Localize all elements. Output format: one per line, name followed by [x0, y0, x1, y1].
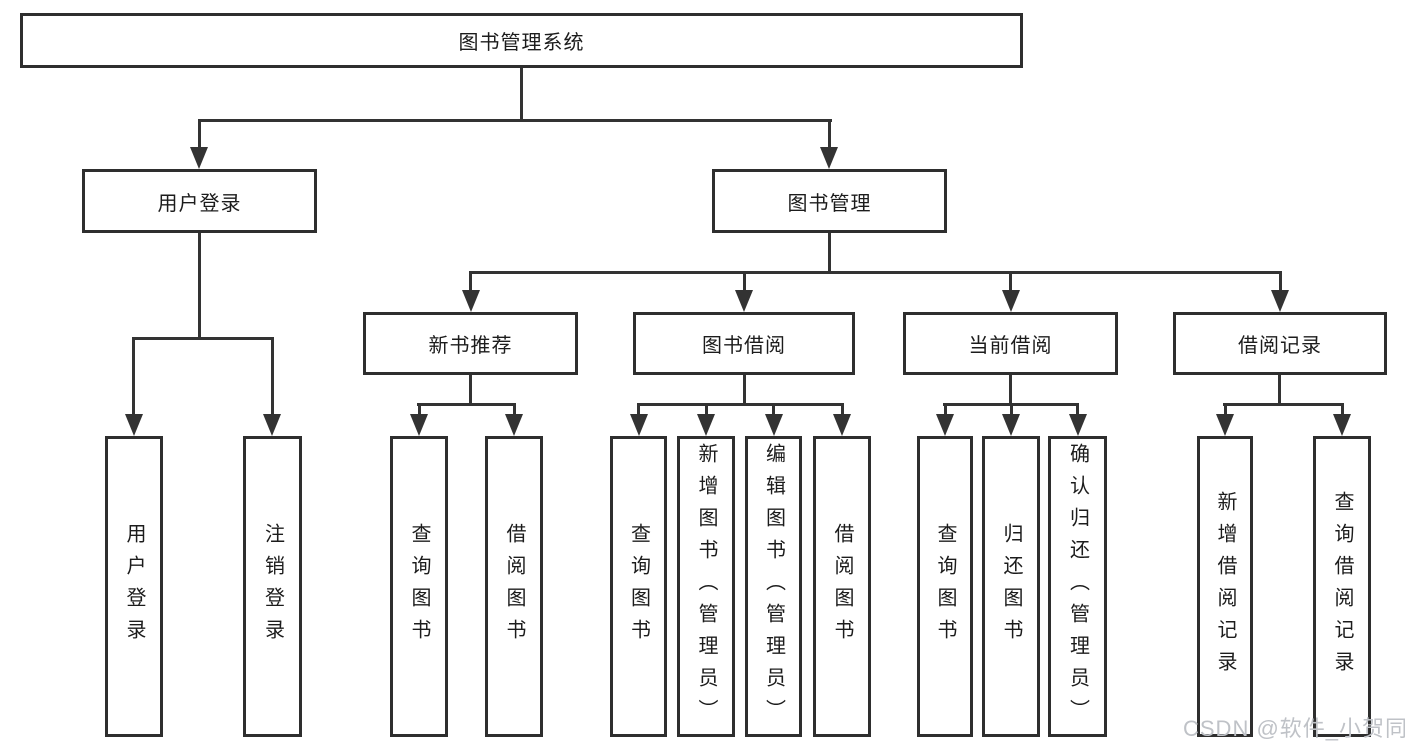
connector-line: [198, 233, 201, 339]
connector-line: [637, 403, 844, 406]
leaf-label: 借阅图书: [503, 522, 525, 651]
connector-line: [418, 403, 421, 416]
node-label: 用户登录: [157, 192, 242, 215]
connector-line: [198, 119, 832, 122]
arrowhead-down-icon: [1002, 414, 1020, 436]
node-label: 图书管理: [787, 192, 872, 215]
leaf-label: 查询借阅记录: [1331, 490, 1353, 683]
leaf-label: 用户登录: [123, 522, 145, 651]
node-library-management-system: 图书管理系统: [20, 13, 1023, 68]
arrowhead-down-icon: [1271, 290, 1289, 312]
leaf-borrow-books-recommend: 借阅图书: [485, 436, 543, 737]
node-book-borrowing: 图书借阅: [633, 312, 855, 375]
node-borrowing-records: 借阅记录: [1173, 312, 1387, 375]
leaf-query-books-current: 查询图书: [917, 436, 973, 737]
node-book-management: 图书管理: [712, 169, 947, 233]
arrowhead-down-icon: [630, 414, 648, 436]
arrowhead-down-icon: [765, 414, 783, 436]
connector-line: [132, 337, 274, 340]
connector-line: [132, 337, 135, 416]
arrowhead-down-icon: [125, 414, 143, 436]
arrowhead-down-icon: [936, 414, 954, 436]
leaf-logout: 注销登录: [243, 436, 302, 737]
node-label: 图书管理系统: [458, 32, 585, 54]
connector-line: [520, 68, 523, 121]
node-new-book-recommendation: 新书推荐: [363, 312, 578, 375]
connector-line: [1278, 375, 1281, 405]
arrowhead-down-icon: [833, 414, 851, 436]
leaf-query-books-borrowing: 查询图书: [610, 436, 667, 737]
connector-line: [1009, 375, 1012, 405]
leaf-borrow-books: 借阅图书: [813, 436, 871, 737]
arrowhead-down-icon: [697, 414, 715, 436]
connector-line: [417, 403, 516, 406]
connector-line: [469, 271, 1282, 274]
leaf-label: 编辑图书（管理员）: [762, 442, 785, 731]
leaf-label: 新增图书（管理员）: [695, 442, 717, 731]
arrowhead-down-icon: [1002, 290, 1020, 312]
connector-line: [469, 375, 472, 405]
connector-line: [513, 403, 516, 416]
leaf-label: 注销登录: [261, 522, 284, 651]
leaf-label: 查询图书: [934, 522, 956, 651]
node-current-borrowing: 当前借阅: [903, 312, 1118, 375]
leaf-user-login: 用户登录: [105, 436, 163, 737]
leaf-query-borrow-record: 查询借阅记录: [1313, 436, 1371, 737]
leaf-confirm-return-admin: 确认归还（管理员）: [1048, 436, 1107, 737]
connector-line: [1224, 403, 1227, 416]
connector-line: [637, 403, 640, 416]
connector-line: [743, 375, 746, 405]
leaf-label: 查询图书: [408, 522, 430, 651]
arrowhead-down-icon: [505, 414, 523, 436]
connector-line: [705, 403, 708, 416]
connector-line: [469, 271, 472, 292]
node-label: 图书借阅: [702, 335, 786, 357]
arrowhead-down-icon: [410, 414, 428, 436]
arrowhead-down-icon: [1216, 414, 1234, 436]
leaf-add-books-admin: 新增图书（管理员）: [677, 436, 735, 737]
arrowhead-down-icon: [1333, 414, 1351, 436]
connector-line: [1223, 403, 1344, 406]
node-label: 借阅记录: [1238, 335, 1322, 357]
arrowhead-down-icon: [190, 147, 208, 169]
leaf-return-books: 归还图书: [982, 436, 1040, 737]
leaf-add-borrow-record: 新增借阅记录: [1197, 436, 1253, 737]
leaf-edit-books-admin: 编辑图书（管理员）: [745, 436, 802, 737]
connector-line: [841, 403, 844, 416]
arrowhead-down-icon: [735, 290, 753, 312]
arrowhead-down-icon: [820, 147, 838, 169]
leaf-label: 借阅图书: [831, 522, 853, 651]
csdn-watermark: CSDN @软件_小贺同学: [1183, 716, 1405, 741]
connector-line: [1279, 271, 1282, 292]
connector-line: [1341, 403, 1344, 416]
arrowhead-down-icon: [1069, 414, 1087, 436]
connector-line: [772, 403, 775, 416]
connector-line: [944, 403, 947, 416]
arrowhead-down-icon: [263, 414, 281, 436]
node-user-login: 用户登录: [82, 169, 317, 233]
connector-line: [1076, 403, 1079, 416]
leaf-label: 确认归还（管理员）: [1066, 442, 1089, 731]
node-label: 新书推荐: [428, 335, 513, 357]
connector-line: [828, 119, 831, 149]
connector-line: [1010, 403, 1013, 416]
connector-line: [828, 233, 831, 274]
leaf-query-books-recommend: 查询图书: [390, 436, 448, 737]
connector-line: [271, 337, 274, 416]
leaf-label: 归还图书: [1000, 522, 1022, 651]
node-label: 当前借阅: [968, 335, 1053, 357]
connector-line: [743, 271, 746, 292]
leaf-label: 查询图书: [627, 522, 650, 651]
connector-line: [198, 119, 201, 149]
arrowhead-down-icon: [462, 290, 480, 312]
connector-line: [1009, 271, 1012, 292]
leaf-label: 新增借阅记录: [1214, 490, 1236, 683]
